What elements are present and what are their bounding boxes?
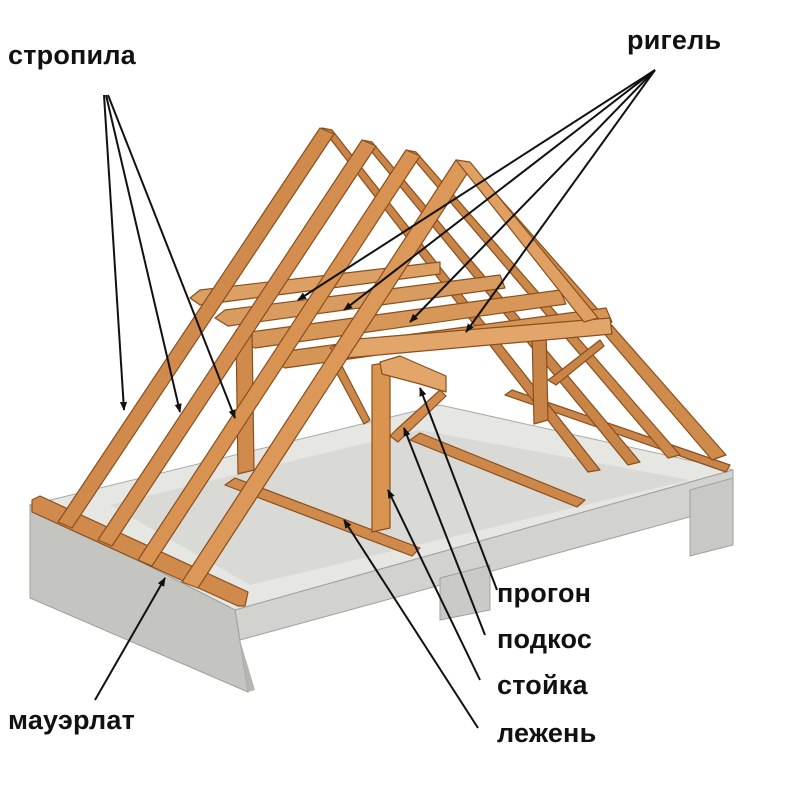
- label-mauerlat: мауэрлат: [8, 705, 136, 735]
- stoika-middle: [371, 361, 391, 533]
- arrow-stropila-1: [103, 94, 128, 411]
- label-stropila: стропила: [8, 40, 136, 70]
- annotation-arrows: [94, 69, 656, 729]
- label-podkos: подкос: [497, 624, 593, 654]
- label-progon: прогон: [497, 578, 592, 608]
- arrow-stoika: [387, 489, 481, 681]
- slab-shadow: [110, 430, 690, 585]
- rigel-1: [189, 261, 441, 306]
- back-post-right: [531, 327, 549, 425]
- label-lezhen: лежень: [497, 718, 597, 748]
- arrow-rigel-2: [343, 69, 656, 311]
- lezhen-beam-back: [409, 432, 586, 508]
- arrow-podkos: [403, 427, 486, 636]
- arrow-stropila-3: [107, 94, 236, 419]
- rafter-left-3: [137, 149, 421, 567]
- rafter-right-1: [321, 127, 601, 473]
- arrow-rigel-4: [465, 69, 656, 333]
- label-stoika: стойка: [497, 670, 588, 700]
- right-wall: [689, 477, 734, 557]
- back-brace-right: [547, 339, 605, 386]
- rafter-front-right: [455, 159, 599, 323]
- left-wall-side: [235, 610, 255, 692]
- lezhen-beam-front: [224, 477, 421, 557]
- arrow-rigel-3: [409, 69, 656, 323]
- arrow-lezhen: [343, 519, 479, 729]
- rafter-left-2: [97, 139, 377, 547]
- rafter-left-1: [57, 127, 335, 529]
- arrow-mauerlat: [94, 577, 166, 701]
- arrow-progon: [419, 387, 498, 591]
- arrow-stropila-2: [105, 94, 182, 413]
- arrow-rigel-1: [297, 69, 656, 301]
- stoika-cap: [379, 355, 447, 393]
- middle-wall: [439, 564, 491, 621]
- label-rigel: ригель: [627, 25, 722, 55]
- podkos-left: [334, 365, 371, 425]
